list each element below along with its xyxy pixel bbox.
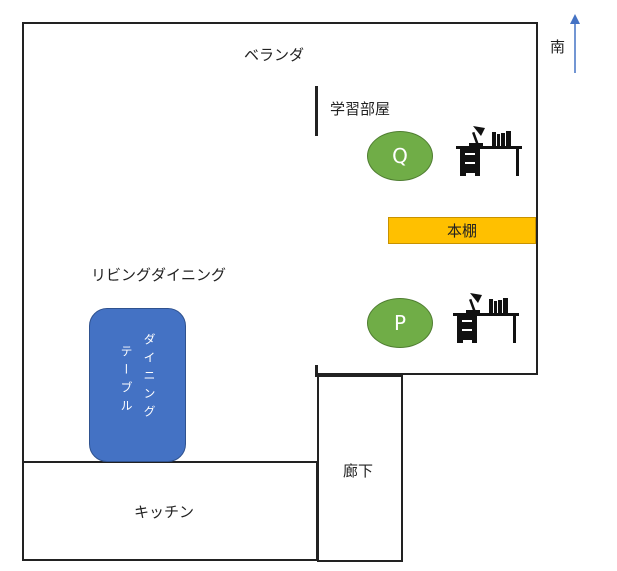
dining-table-label-2: テーブル [119,345,133,417]
desk-icon [453,293,519,343]
kitchen-label: キッチン [134,503,195,521]
desk-icon [456,126,522,176]
dining-table-label-1: ダイニング [142,333,156,423]
study-label: 学習部屋 [330,100,391,118]
marker-p: P [367,298,433,348]
study-bottom-wall [317,373,538,375]
living-label: リビングダイニング [91,266,227,284]
bookshelf: 本棚 [388,217,536,244]
kitchen-room [22,461,318,561]
hallway-label: 廊下 [343,462,374,480]
veranda-label: ベランダ [244,46,305,64]
study-wall-upper [315,86,318,136]
veranda-room [22,22,538,86]
dining-table [89,308,186,462]
compass-label: 南 [550,38,566,56]
living-left-wall [22,375,24,463]
hallway-room [317,375,403,562]
north-arrow-icon [570,14,580,73]
marker-q: Q [367,131,433,181]
study-wall-lower [315,365,318,377]
